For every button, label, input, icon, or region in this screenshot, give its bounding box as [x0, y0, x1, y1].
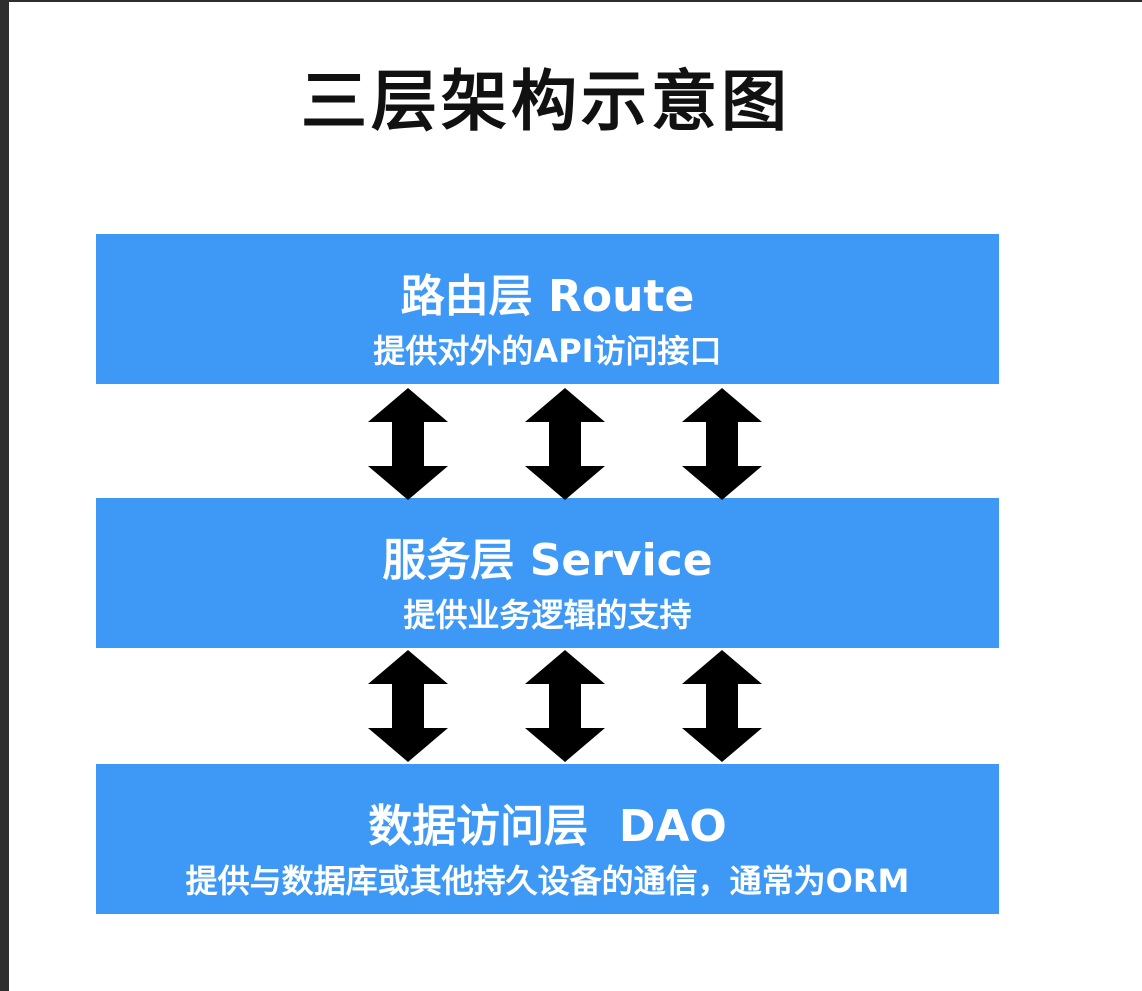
dao-layer-description: 提供与数据库或其他持久设备的通信，通常为ORM — [185, 862, 910, 900]
dao-layer-box: 数据访问层 DAO 提供与数据库或其他持久设备的通信，通常为ORM — [96, 764, 999, 914]
window-top-edge — [0, 0, 1142, 2]
service-layer-name: 服务层 Service — [382, 535, 713, 586]
route-layer-name: 路由层 Route — [400, 271, 695, 322]
service-layer-box: 服务层 Service 提供业务逻辑的支持 — [96, 498, 999, 648]
route-layer-box: 路由层 Route 提供对外的API访问接口 — [96, 234, 999, 384]
diagram-title: 三层架构示意图 — [301, 63, 791, 140]
dao-layer-name: 数据访问层 DAO — [368, 801, 727, 852]
double-arrow-icon — [525, 388, 605, 500]
service-layer-description: 提供业务逻辑的支持 — [403, 596, 692, 634]
window-left-edge — [0, 0, 9, 991]
double-arrow-icon — [682, 388, 762, 500]
double-arrow-icon — [368, 650, 448, 762]
double-arrow-icon — [525, 650, 605, 762]
route-layer-description: 提供对外的API访问接口 — [373, 332, 722, 370]
double-arrow-icon — [368, 388, 448, 500]
double-arrow-icon — [682, 650, 762, 762]
